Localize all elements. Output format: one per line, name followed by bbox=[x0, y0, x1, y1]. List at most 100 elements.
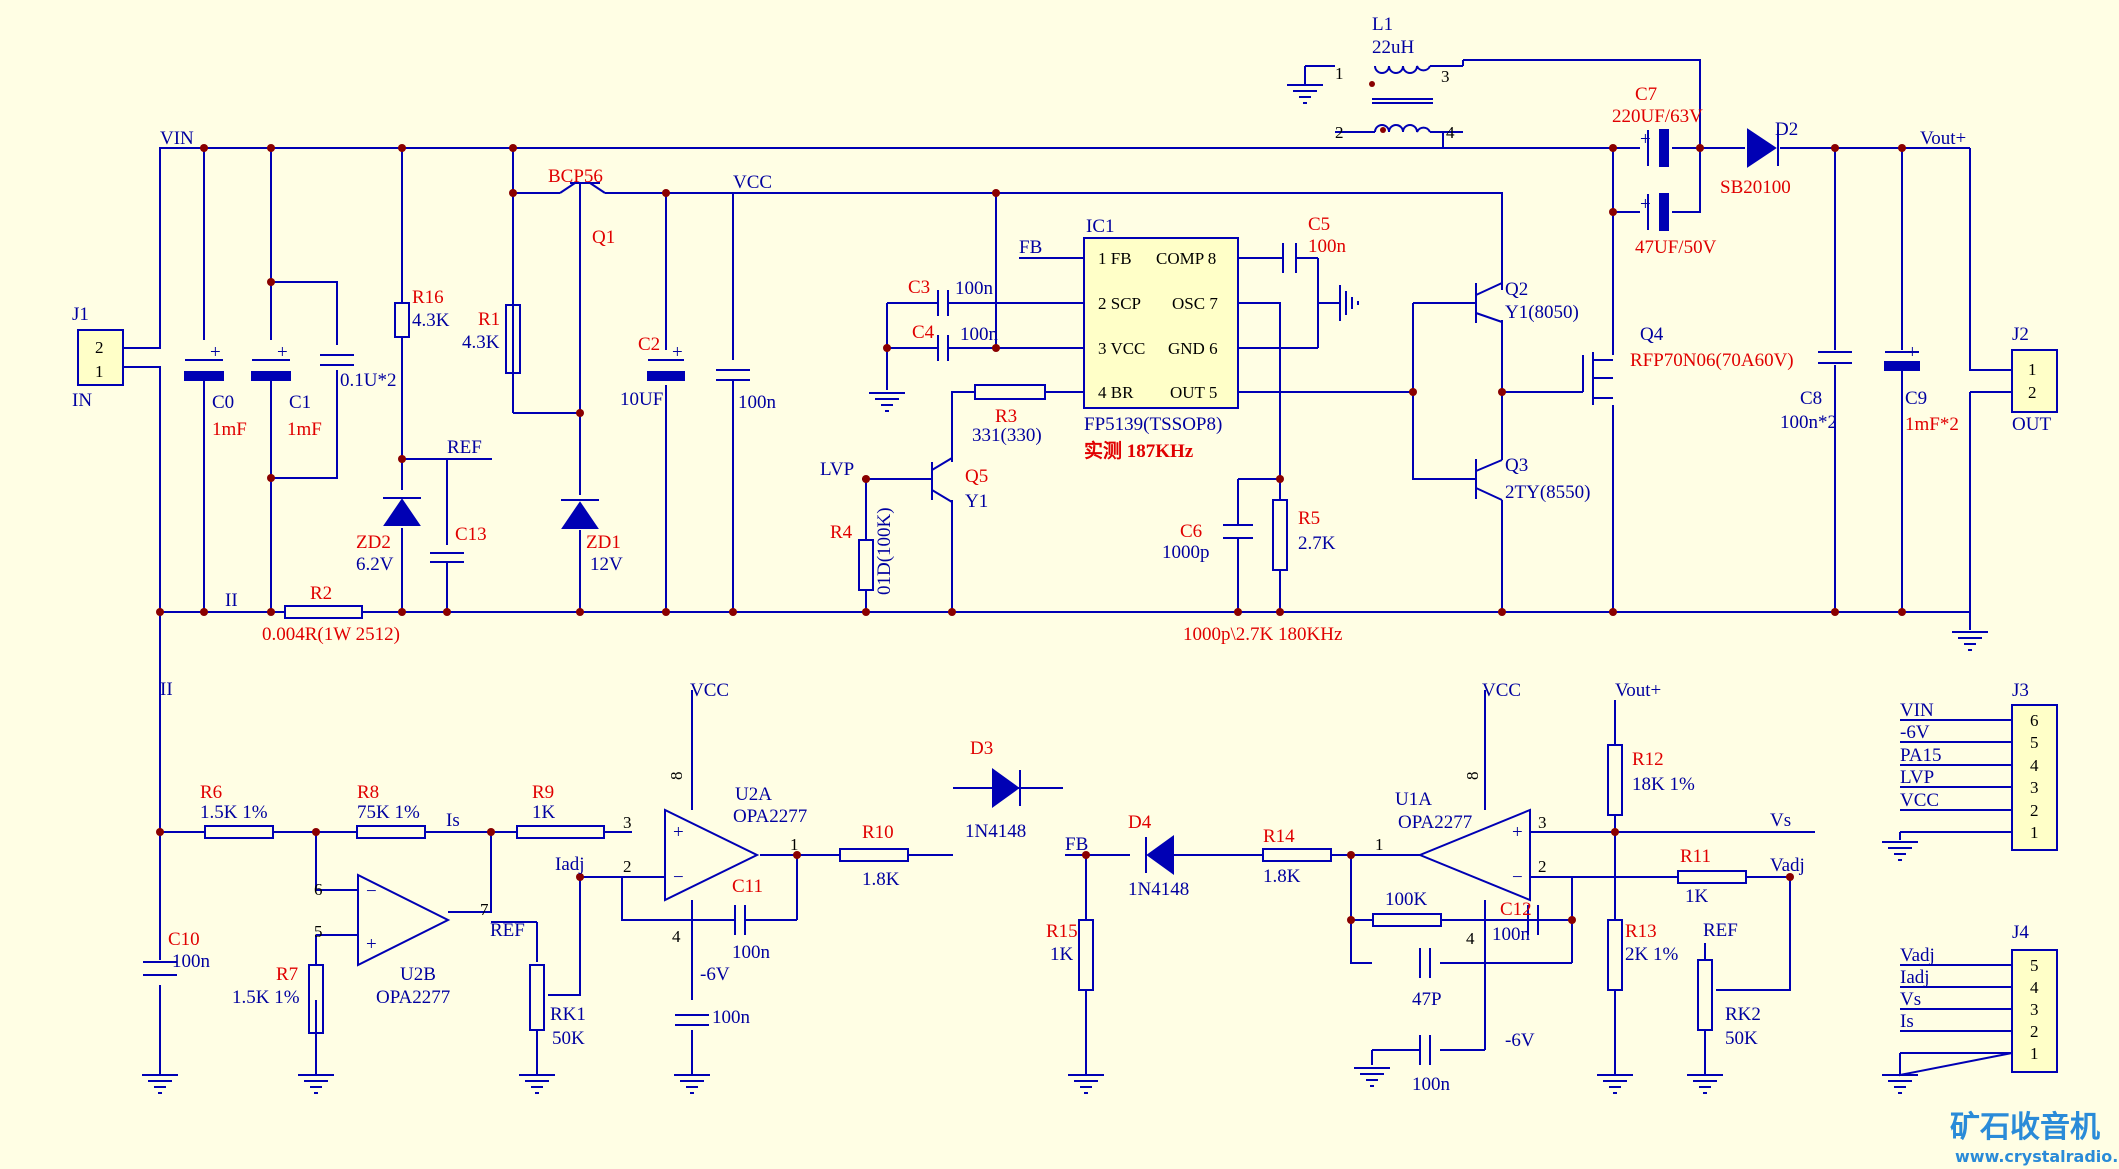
j1-pin2: 2 bbox=[95, 338, 104, 357]
svg-text:8: 8 bbox=[667, 772, 686, 781]
svg-text:100n: 100n bbox=[738, 392, 777, 413]
svg-text:U2B: U2B bbox=[400, 964, 436, 985]
svg-text:4: 4 bbox=[2030, 756, 2039, 775]
svg-text:OUT 5: OUT 5 bbox=[1170, 383, 1217, 402]
svg-text:1K: 1K bbox=[1050, 944, 1074, 965]
svg-text:3 VCC: 3 VCC bbox=[1098, 339, 1145, 358]
svg-text:5: 5 bbox=[2030, 733, 2039, 752]
svg-text:1 FB: 1 FB bbox=[1098, 249, 1132, 268]
svg-text:ZD2: ZD2 bbox=[356, 532, 391, 553]
svg-text:VIN: VIN bbox=[1900, 700, 1934, 721]
svg-text:2.7K: 2.7K bbox=[1298, 533, 1336, 554]
svg-text:4.3K: 4.3K bbox=[412, 310, 450, 331]
svg-text:−: − bbox=[1512, 867, 1523, 888]
svg-text:1000p: 1000p bbox=[1162, 542, 1210, 563]
svg-text:+: + bbox=[1512, 822, 1523, 843]
svg-text:C4: C4 bbox=[912, 322, 935, 343]
svg-text:100n: 100n bbox=[1308, 236, 1347, 257]
svg-text:2: 2 bbox=[2030, 801, 2039, 820]
svg-text:3: 3 bbox=[623, 813, 632, 832]
svg-text:L1: L1 bbox=[1372, 14, 1393, 35]
svg-text:100n: 100n bbox=[732, 942, 771, 963]
svg-text:C5: C5 bbox=[1308, 214, 1330, 235]
svg-text:OPA2277: OPA2277 bbox=[1398, 812, 1472, 833]
svg-text:1K: 1K bbox=[1685, 886, 1709, 907]
svg-text:BCP56: BCP56 bbox=[548, 166, 603, 187]
svg-text:C12: C12 bbox=[1500, 899, 1532, 920]
j2-ref: J2 bbox=[2012, 324, 2029, 345]
svg-text:+: + bbox=[1640, 129, 1651, 150]
svg-text:R13: R13 bbox=[1625, 921, 1657, 942]
svg-text:2K 1%: 2K 1% bbox=[1625, 944, 1678, 965]
svg-text:1: 1 bbox=[1335, 64, 1344, 83]
wires bbox=[123, 59, 2013, 1077]
svg-text:100n: 100n bbox=[1492, 924, 1531, 945]
svg-text:1N4148: 1N4148 bbox=[965, 821, 1026, 842]
svg-text:ZD1: ZD1 bbox=[586, 532, 621, 553]
svg-text:1: 1 bbox=[2030, 1044, 2039, 1063]
svg-text:8: 8 bbox=[1463, 772, 1482, 781]
svg-text:RK2: RK2 bbox=[1725, 1004, 1761, 1025]
svg-text:-6V: -6V bbox=[1900, 722, 1930, 743]
svg-text:1mF: 1mF bbox=[287, 419, 322, 440]
svg-text:4.3K: 4.3K bbox=[462, 332, 500, 353]
svg-text:PA15: PA15 bbox=[1900, 745, 1942, 766]
svg-text:6: 6 bbox=[2030, 711, 2039, 730]
svg-text:R11: R11 bbox=[1680, 846, 1711, 867]
labels: J1 2 1 IN J2 1 2 OUT J3 6 5 4 3 2 1 VIN … bbox=[72, 14, 2051, 1095]
svg-text:IC1: IC1 bbox=[1086, 216, 1115, 237]
svg-text:2: 2 bbox=[2030, 1022, 2039, 1041]
svg-text:R9: R9 bbox=[532, 782, 554, 803]
svg-text:1N4148: 1N4148 bbox=[1128, 879, 1189, 900]
svg-text:Is: Is bbox=[1900, 1011, 1914, 1032]
svg-text:RK1: RK1 bbox=[550, 1004, 586, 1025]
svg-text:1000p\2.7K 180KHz: 1000p\2.7K 180KHz bbox=[1183, 624, 1342, 645]
svg-text:R6: R6 bbox=[200, 782, 222, 803]
ground-symbols bbox=[141, 84, 1989, 1094]
svg-text:VCC: VCC bbox=[1900, 790, 1939, 811]
svg-text:R5: R5 bbox=[1298, 508, 1320, 529]
svg-text:C9: C9 bbox=[1905, 388, 1927, 409]
svg-text:100n: 100n bbox=[1412, 1074, 1451, 1095]
svg-text:C0: C0 bbox=[212, 392, 234, 413]
svg-text:+: + bbox=[277, 342, 288, 363]
svg-text:2 SCP: 2 SCP bbox=[1098, 294, 1141, 313]
svg-text:100n: 100n bbox=[955, 278, 994, 299]
svg-text:6.2V: 6.2V bbox=[356, 554, 394, 575]
svg-text:R7: R7 bbox=[276, 964, 298, 985]
svg-text:R8: R8 bbox=[357, 782, 379, 803]
j1-name: IN bbox=[72, 390, 92, 411]
svg-text:1: 1 bbox=[1375, 835, 1384, 854]
svg-text:R15: R15 bbox=[1046, 921, 1078, 942]
svg-text:OSC 7: OSC 7 bbox=[1172, 294, 1218, 313]
svg-text:220UF/63V: 220UF/63V bbox=[1612, 106, 1703, 127]
svg-text:22uH: 22uH bbox=[1372, 37, 1415, 58]
svg-text:Q5: Q5 bbox=[965, 466, 988, 487]
net-ii-2: II bbox=[160, 679, 173, 700]
junction-dots bbox=[156, 81, 1906, 924]
svg-text:47UF/50V: 47UF/50V bbox=[1635, 237, 1717, 258]
watermark-url: www.crystalradio.cn bbox=[1955, 1147, 2119, 1166]
svg-text:OPA2277: OPA2277 bbox=[376, 987, 450, 1008]
svg-text:5: 5 bbox=[2030, 956, 2039, 975]
net-vs: Vs bbox=[1770, 810, 1791, 831]
net-ii: II bbox=[225, 590, 238, 611]
svg-text:1mF: 1mF bbox=[212, 419, 247, 440]
svg-text:5: 5 bbox=[314, 922, 323, 941]
svg-text:6: 6 bbox=[314, 880, 323, 899]
j4-ref: J4 bbox=[2012, 922, 2029, 943]
svg-text:R12: R12 bbox=[1632, 749, 1664, 770]
svg-text:100n: 100n bbox=[172, 951, 211, 972]
svg-text:3: 3 bbox=[2030, 778, 2039, 797]
net-vout-2: Vout+ bbox=[1615, 680, 1661, 701]
svg-text:C1: C1 bbox=[289, 392, 311, 413]
svg-text:1mF*2: 1mF*2 bbox=[1905, 414, 1959, 435]
svg-text:C8: C8 bbox=[1800, 388, 1822, 409]
svg-text:10UF: 10UF bbox=[620, 389, 663, 410]
svg-text:18K 1%: 18K 1% bbox=[1632, 774, 1695, 795]
net-vcc-3: VCC bbox=[1482, 680, 1521, 701]
svg-text:COMP 8: COMP 8 bbox=[1156, 249, 1216, 268]
net-fb-2: FB bbox=[1065, 834, 1088, 855]
svg-text:100n: 100n bbox=[960, 324, 999, 345]
